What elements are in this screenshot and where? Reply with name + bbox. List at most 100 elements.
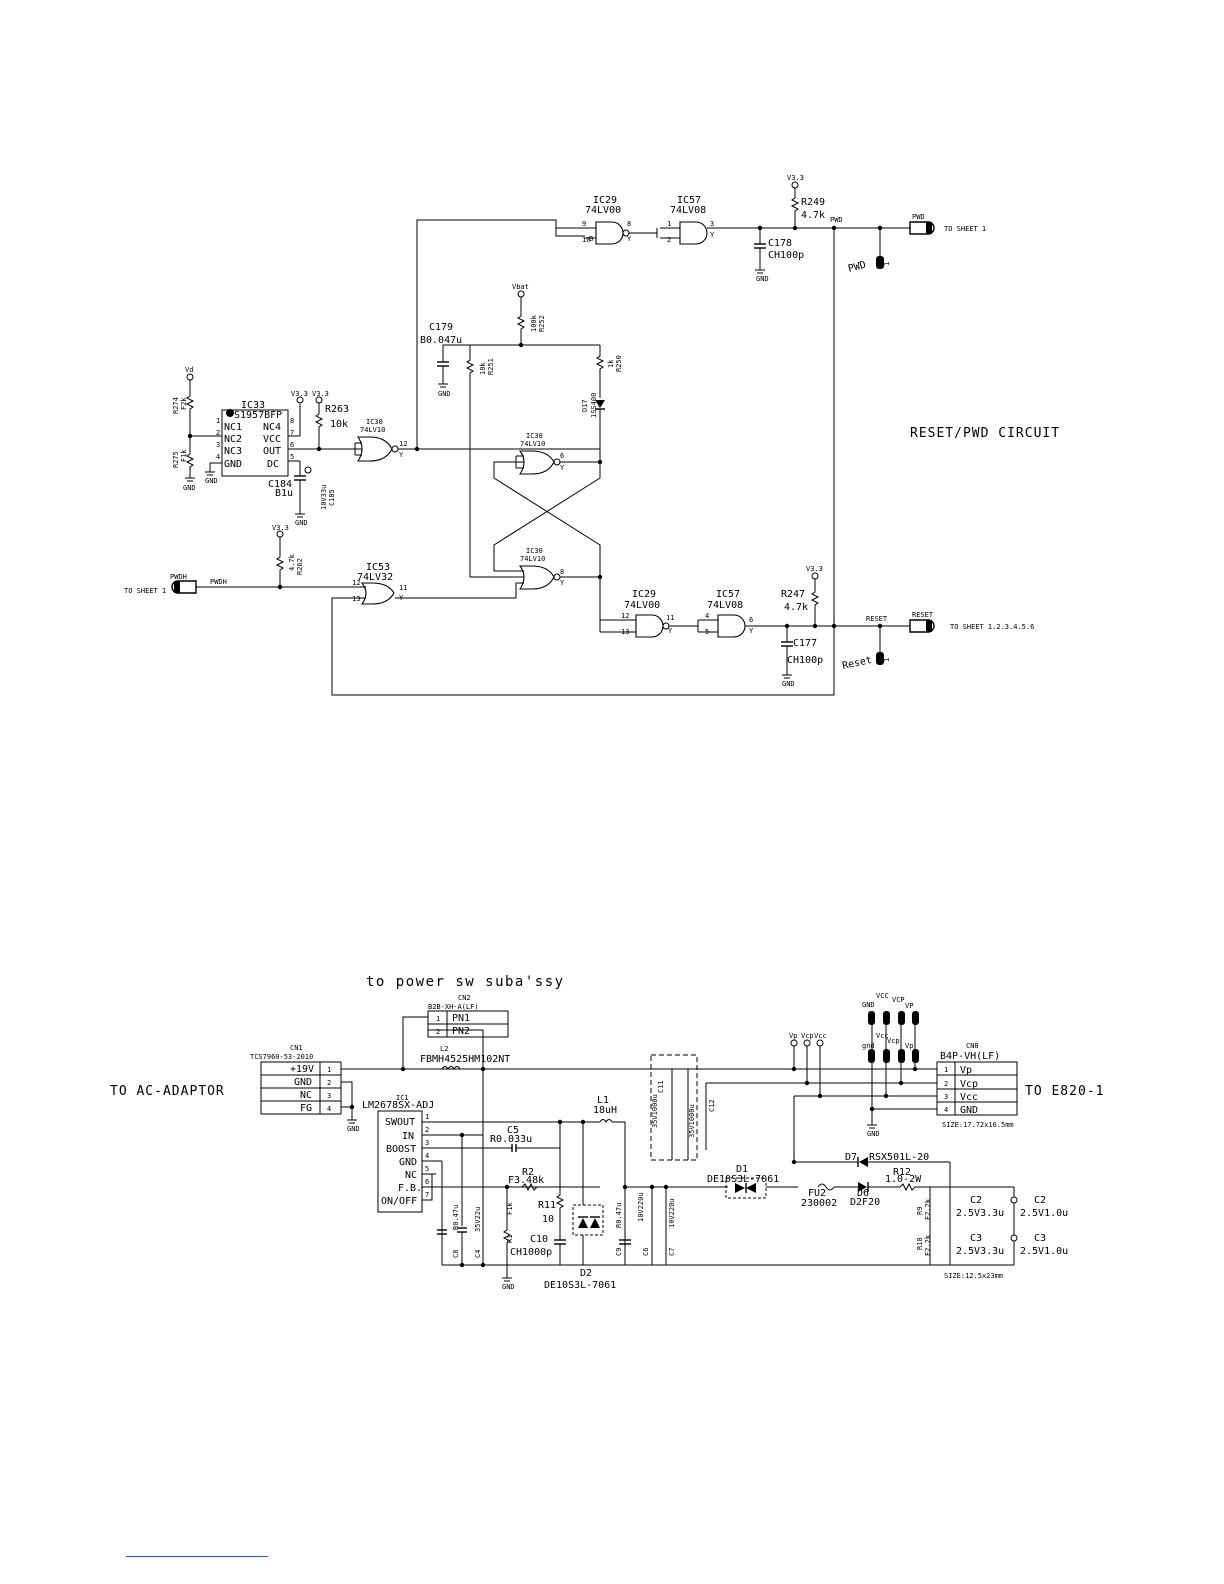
r247-value: 4.7k — [784, 602, 808, 613]
vbat-label: Vbat — [512, 283, 529, 291]
cn1-pin-name: GND — [294, 1077, 312, 1088]
c5-ref: C5 — [507, 1125, 519, 1136]
c179-cap: C179 B0.047u GND — [420, 322, 462, 398]
gnd-label: GND — [756, 275, 769, 283]
ic29-bottom-nand: IC29 74LV00 12 13 11 Y — [599, 577, 698, 638]
ic30a-part: 74LV10 — [360, 426, 385, 434]
cn1-pin-name: NC — [300, 1090, 312, 1101]
ic1-regulator: IC1 LM2678SX-ADJ SWOUT IN BOOST GND NC F… — [362, 1094, 600, 1265]
to-sheet-multi: TO SHEET 1.2.3.4.5.6 — [950, 623, 1034, 631]
fu2-ref: FU2 — [808, 1188, 826, 1199]
ic57-bot-ref: IC57 — [716, 589, 740, 600]
d17-value: 1SS400 — [590, 393, 598, 418]
ic30a-ref: IC30 — [366, 418, 383, 426]
reset-pwd-title: RESET/PWD CIRCUIT — [910, 426, 1060, 441]
rail-label: Vcc — [876, 1032, 889, 1040]
svg-text:7: 7 — [290, 429, 294, 437]
d7-ref: D7 — [845, 1152, 857, 1163]
c11-value: 35V1000u — [651, 1094, 659, 1128]
ic29-bot-ref: IC29 — [632, 589, 656, 600]
c8-ref: C8 — [452, 1250, 460, 1258]
ic30a-out-pin: 12 — [399, 440, 407, 448]
r275-ref: R275 — [172, 451, 180, 468]
ic29-bot-in-pin: 13 — [621, 628, 629, 636]
svg-text:6: 6 — [290, 441, 294, 449]
footer-link-underline[interactable] — [126, 1556, 268, 1557]
gnd-label: GND — [867, 1130, 880, 1138]
c3b-value: 2.5V1.0u — [1020, 1246, 1068, 1257]
ic57-bottom-and: IC57 74LV08 4 5 6 Y — [697, 589, 910, 638]
l1-value: 18uH — [593, 1105, 617, 1116]
cn1-pin-name: FG — [300, 1103, 312, 1114]
cn1-pin-num: 4 — [327, 1105, 331, 1113]
svg-text:Y: Y — [560, 464, 565, 472]
ic33-pin-name: GND — [224, 459, 242, 470]
d7-value: RSX501L-20 — [869, 1152, 929, 1163]
r252-vbat: Vbat 100k R252 — [443, 283, 600, 348]
ic33-voltage-detector: IC33 S1957BFP NC1 NC2 NC3 GND NC4 VCC OU… — [205, 390, 355, 485]
r250-ref: R250 — [615, 355, 623, 372]
r251-value: 10k — [479, 362, 487, 375]
cn8-ref: CN8 — [966, 1042, 979, 1050]
cn1-pin-num: 2 — [327, 1079, 331, 1087]
c179-value: B0.047u — [420, 335, 462, 346]
ic1-pin-name: GND — [399, 1157, 417, 1168]
c178-ref: C178 — [768, 238, 792, 249]
ic1-pin-name: F.B. — [398, 1183, 422, 1194]
l2-part: FBMH4525HM102NT — [420, 1054, 510, 1065]
c9-c6-c7-output-caps: R0.47u C9 10V220u C6 10V220u C7 — [615, 1184, 728, 1265]
ic33-pin-name: NC4 — [263, 422, 281, 433]
ic53-in-pin: 13 — [352, 595, 360, 603]
power-supply-circuit: to power sw suba'ssy CN2 B2B-XH-A(LF) 1 … — [110, 974, 1104, 1291]
c6-value: 10V220u — [637, 1192, 645, 1222]
r274-r275-divider: Vd R274 F2k R275 F1k GND — [172, 366, 205, 492]
r262-value: 4.7k — [288, 553, 296, 571]
r251: 10k R251 — [465, 345, 495, 577]
ic33-pin-name: NC1 — [224, 422, 242, 433]
r249-pullup: V3.3 R249 4.7k — [787, 174, 825, 231]
svg-text:2: 2 — [667, 236, 671, 244]
rail-testpoints: GND VCC VCP VP gnd Vcc Vcp Vp — [862, 992, 937, 1138]
d1-value: DE10S3L-7061 — [707, 1174, 779, 1185]
c2b-ref: C2 — [1034, 1195, 1046, 1206]
vd-label: Vd — [185, 366, 193, 374]
to-e820: TO E820-1 — [1025, 1084, 1104, 1099]
rail-label: GND — [862, 1001, 875, 1009]
c184-ref: C184 — [268, 479, 292, 490]
svg-text:Y: Y — [749, 627, 754, 635]
l2-ref: L2 — [440, 1045, 448, 1053]
rail-label: VP — [905, 1002, 913, 1010]
rail-label: Vcp — [887, 1037, 900, 1045]
r247-c177-reset: V3.3 R247 4.7k C177 CH100p GND RESET 1 R… — [781, 565, 1034, 688]
reset-testpoint-label: Reset — [841, 655, 873, 672]
v33-label: V3.3 — [291, 390, 308, 398]
l1-ref: L1 — [597, 1095, 609, 1106]
c178-cap: C178 CH100p GND — [754, 225, 804, 283]
ic30a-nand3: IC30 74LV10 12 Y — [354, 418, 600, 462]
ic57-bot-out-pin: 6 — [749, 616, 753, 624]
ic1-pin-name: BOOST — [386, 1144, 416, 1155]
d6-value: D2F20 — [850, 1197, 880, 1208]
r249-ref: R249 — [801, 197, 825, 208]
svg-text:1: 1 — [883, 658, 891, 662]
cn8-pin-name: Vcc — [960, 1092, 978, 1103]
cn2-part: B2B-XH-A(LF) — [428, 1003, 479, 1011]
ic57-bot-in-pin: 5 — [705, 628, 709, 636]
ic29-bot-out-pin: 11 — [666, 614, 674, 622]
r262-ref: R262 — [296, 558, 304, 575]
ic29-top-part: 74LV00 — [585, 205, 621, 216]
r11-value: 10 — [542, 1214, 554, 1225]
r252-ref: R252 — [538, 315, 546, 332]
ic33-pin-name: NC3 — [224, 446, 242, 457]
cn2-connector: CN2 B2B-XH-A(LF) 1 2 PN1 PN2 — [402, 994, 509, 1265]
c10-ref: C10 — [530, 1234, 548, 1245]
pwdh-net-label: PWDH — [210, 578, 227, 586]
c7-value: 10V220u — [668, 1198, 676, 1228]
to-sheet1-top: TO SHEET 1 — [944, 225, 986, 233]
r274-ref: R274 — [172, 397, 180, 414]
cn8-pin-name: Vcp — [960, 1079, 978, 1090]
pwdh-label: PWDH — [170, 573, 187, 581]
ic30b-nand3: IC30 74LV10 6 Y — [493, 432, 603, 577]
cn2-pin-name: PN2 — [452, 1026, 470, 1037]
r9-ref: R9 — [916, 1207, 924, 1215]
